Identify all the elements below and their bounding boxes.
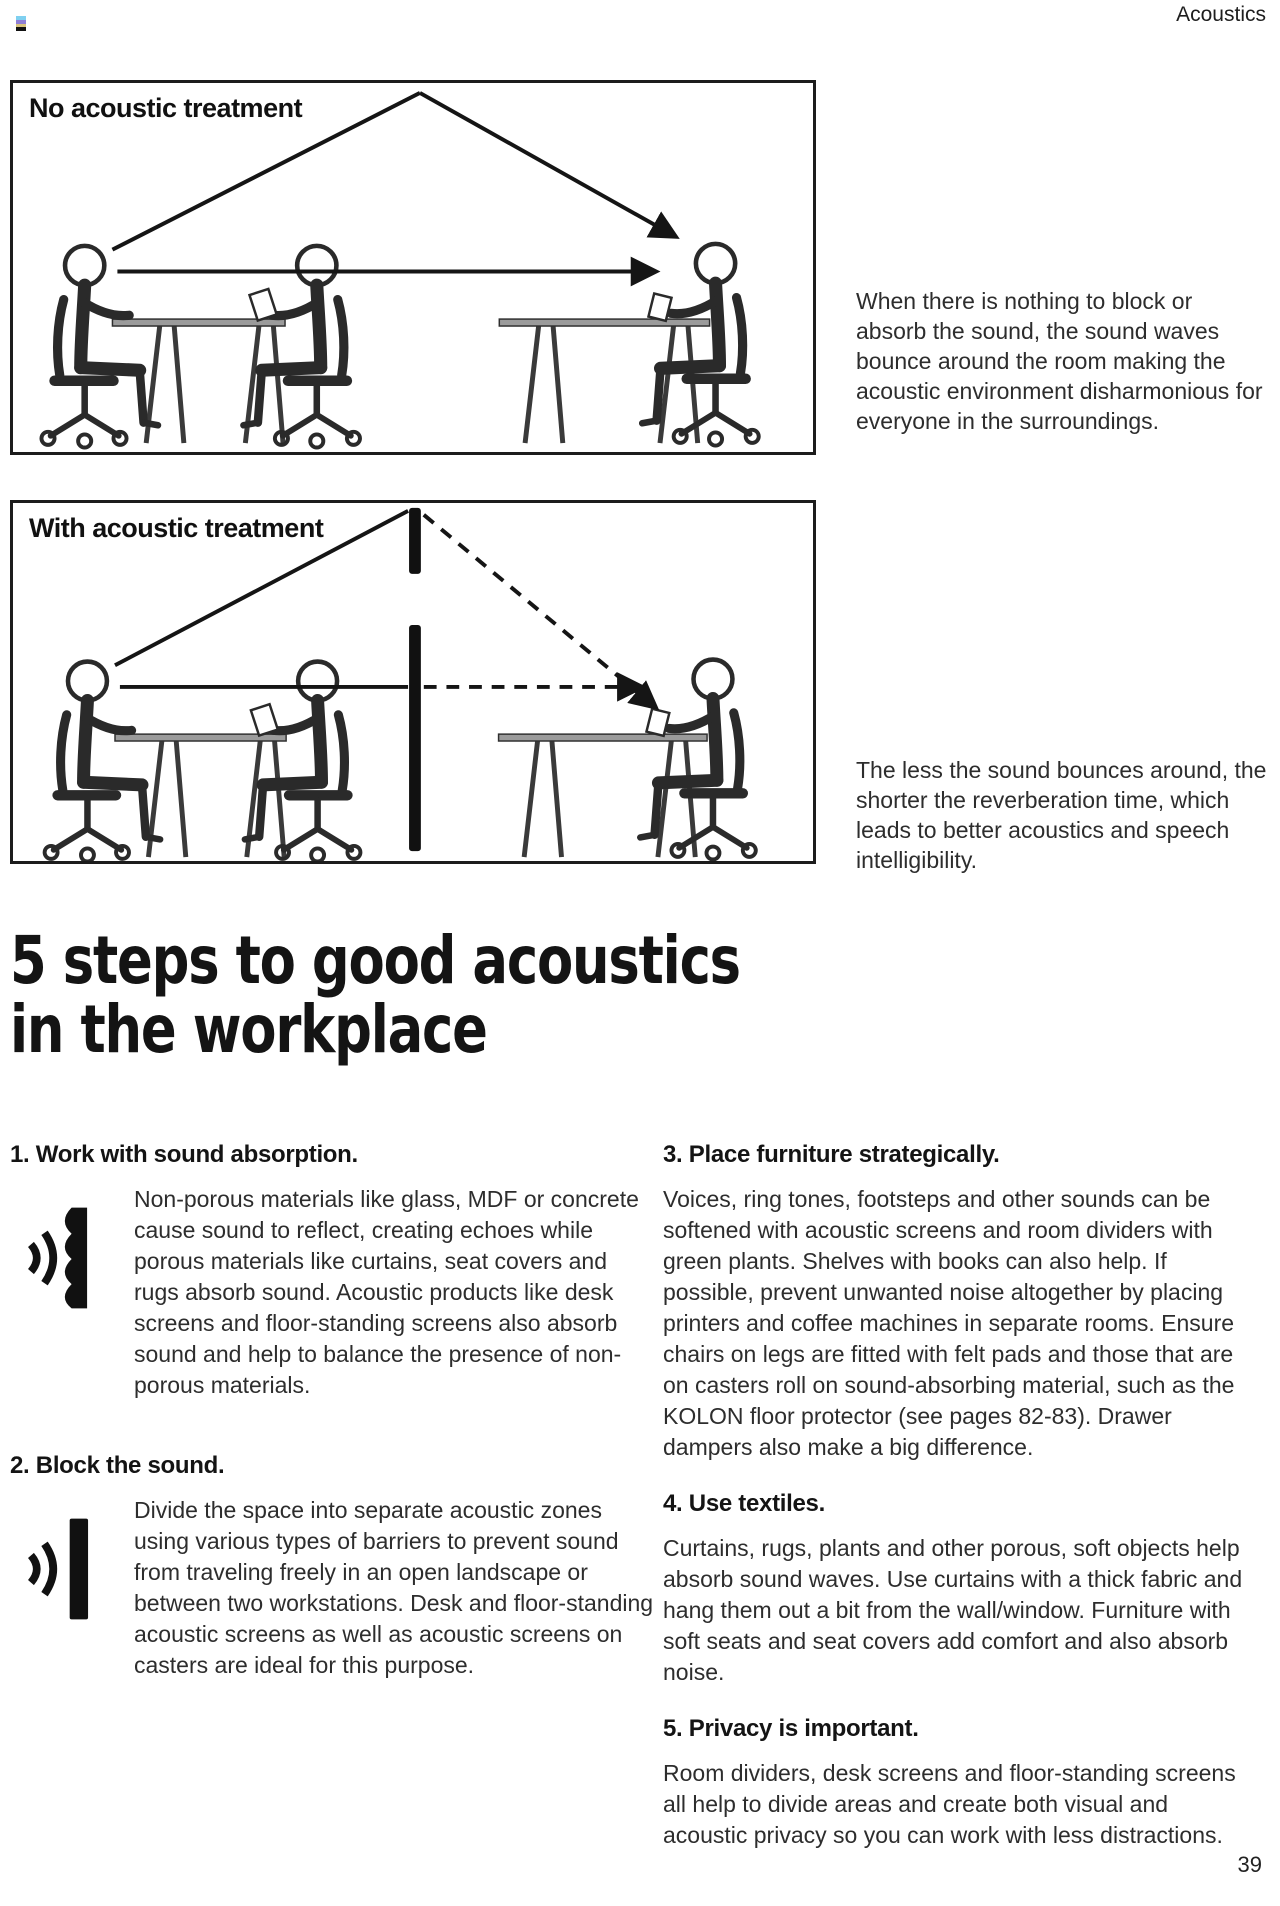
diagram-label: With acoustic treatment [29, 513, 324, 543]
blocker-solid-bar [69, 1518, 89, 1620]
step-3-body: Voices, ring tones, footsteps and other … [663, 1186, 1235, 1460]
brand-logo-icon [16, 16, 26, 31]
step-1: Non-porous materials like glass, MDF or … [10, 1184, 655, 1411]
diagram-label: No acoustic treatment [29, 93, 303, 123]
step-2: Divide the space into separate acoustic … [10, 1495, 655, 1691]
diagram-caption: The less the sound bounces around, the s… [856, 757, 1267, 873]
step-3-title: 3. Place furniture strategically. [663, 1141, 1000, 1168]
step-2-title: 2. Block the sound. [10, 1452, 225, 1479]
step-5-body: Room dividers, desk screens and floor-st… [663, 1760, 1236, 1848]
paper-sheet [247, 287, 279, 323]
sound-bounce-arrow [111, 91, 680, 252]
table [114, 733, 287, 857]
diagram-no-treatment: No acoustic treatment [10, 80, 816, 455]
logo-stripe-black [16, 27, 26, 31]
absorber-wavy-bar [64, 1207, 88, 1309]
table [498, 318, 711, 443]
table [497, 733, 708, 857]
page-title-line2: in the workplace [10, 991, 488, 1068]
paper-sheet [646, 291, 674, 323]
acoustic-barrier [409, 507, 421, 852]
logo-stripe-blue [16, 16, 26, 20]
office-scene-treated [13, 507, 813, 861]
sound-block-icon [27, 1518, 89, 1620]
step-4-body: Curtains, rugs, plants and other porous,… [663, 1535, 1243, 1685]
diagram-with-treatment: With acoustic treatment [10, 500, 816, 864]
page-title-line1: 5 steps to good acoustics [10, 922, 741, 999]
logo-stripe-tan [16, 23, 26, 28]
step-1-title: 1. Work with sound absorption. [10, 1141, 358, 1168]
paper-sheet [249, 702, 280, 738]
step-1-body: Non-porous materials like glass, MDF or … [134, 1186, 639, 1398]
step-2-body: Divide the space into separate acoustic … [134, 1497, 654, 1678]
paper-sheet [644, 707, 671, 738]
sound-absorb-icon [27, 1207, 88, 1309]
page-number: 39 [1237, 1852, 1262, 1877]
diagram-caption: When there is nothing to block or absorb… [856, 288, 1263, 434]
steps-column-left: 1. Work with sound absorption. Non-porou… [10, 1140, 655, 1697]
page-title: 5 steps to good acoustics in the workpla… [10, 922, 741, 1068]
step-4-title: 4. Use textiles. [663, 1490, 825, 1517]
step-5-title: 5. Privacy is important. [663, 1715, 919, 1742]
logo-stripe-purple [16, 19, 26, 24]
steps-column-right: 3. Place furniture strategically. Voices… [663, 1140, 1251, 1861]
page-header-label: Acoustics [1176, 3, 1266, 26]
table [111, 318, 286, 443]
office-scene-untreated [13, 91, 813, 452]
